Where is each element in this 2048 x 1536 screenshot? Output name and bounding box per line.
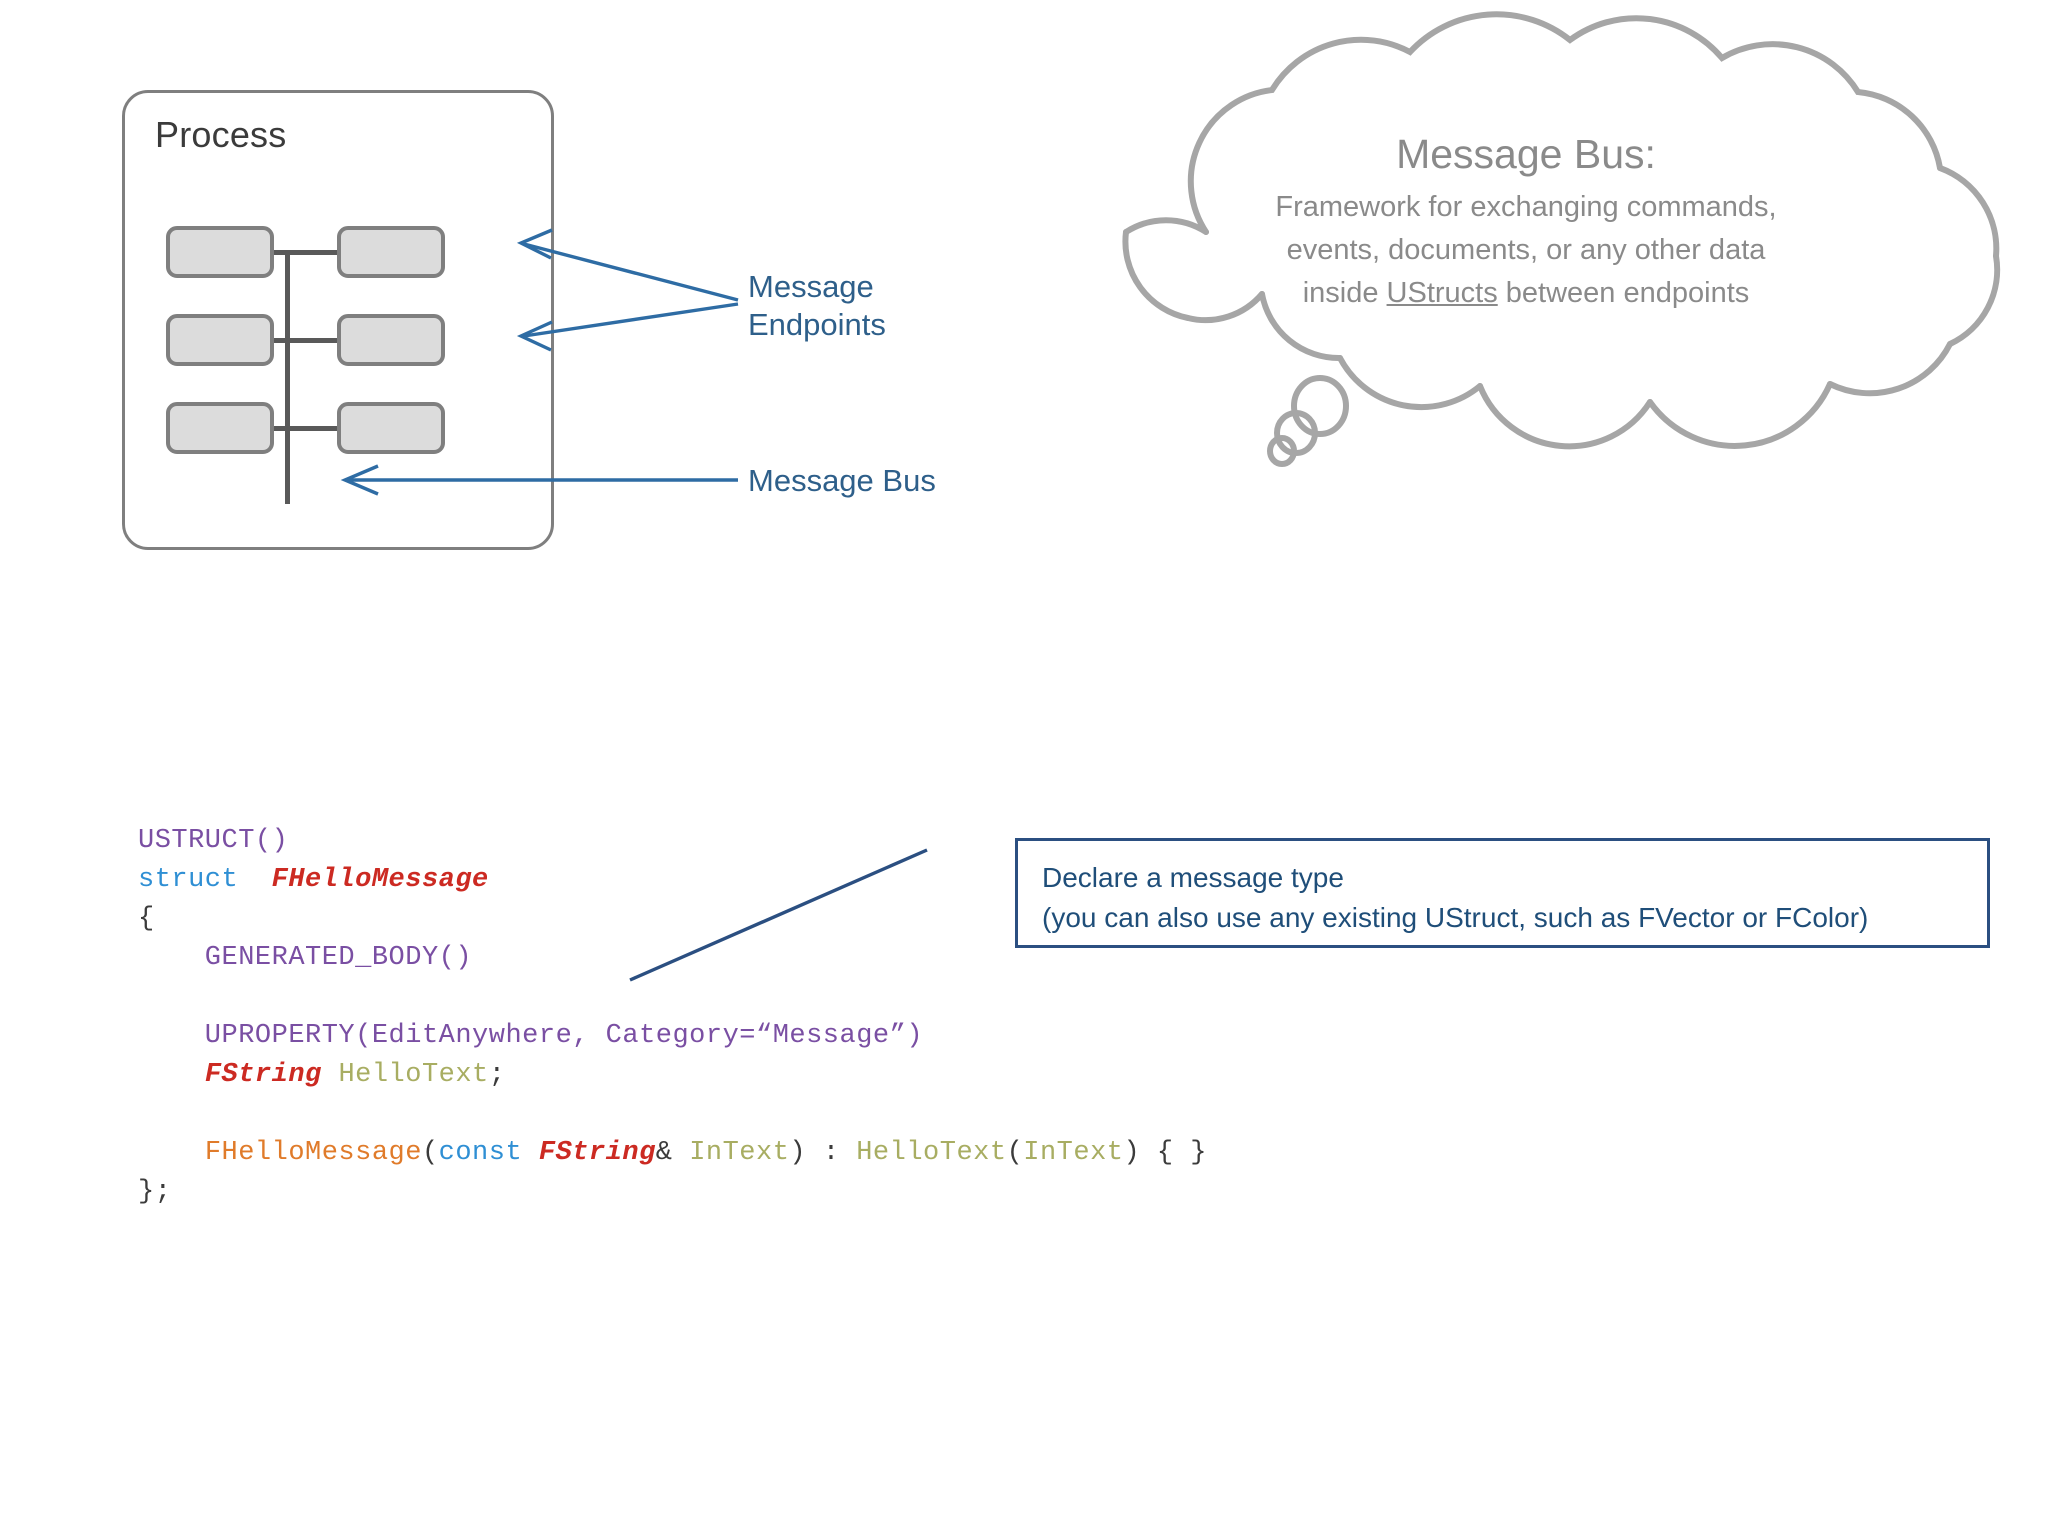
- declare-callout-line-1: Declare a message type: [1042, 862, 1344, 893]
- code-token: FHelloMessage: [204, 1138, 422, 1168]
- declare-callout-line-2: (you can also use any existing UStruct, …: [1042, 901, 1869, 933]
- cloud-line-3-prefix: inside: [1302, 276, 1387, 309]
- endpoint-box[interactable]: [166, 314, 274, 366]
- connector-stub-left-2: [272, 338, 290, 343]
- code-token: ): [789, 1138, 807, 1168]
- connector-stub-left-1: [272, 250, 290, 255]
- endpoint-box[interactable]: [337, 402, 445, 454]
- thought-cloud: Message Bus: Framework for exchanging co…: [1010, 11, 2040, 467]
- message-bus-label: Message Bus: [748, 463, 936, 498]
- cloud-tail-bubble-small: [1267, 435, 1297, 467]
- code-block: USTRUCT()struct FHelloMessage{ GENERATED…: [138, 822, 1207, 1212]
- code-token: { }: [1140, 1138, 1207, 1168]
- code-token: const: [438, 1138, 523, 1168]
- code-token: USTRUCT: [138, 826, 255, 856]
- code-line: FString HelloText;: [138, 1056, 1207, 1095]
- connector-stub-right-3: [285, 426, 340, 431]
- cloud-line-3-suffix: between endpoints: [1497, 276, 1750, 309]
- code-token: {: [138, 904, 155, 934]
- code-token: InText: [689, 1138, 790, 1168]
- code-line: FHelloMessage(const FString& InText) : H…: [138, 1134, 1207, 1173]
- code-token: FString: [538, 1138, 656, 1168]
- cloud-line-1: Framework for exchanging commands,: [1275, 191, 1777, 224]
- code-line: };: [138, 1173, 1207, 1212]
- code-token: [322, 1060, 339, 1090]
- code-token: GENERATED_BODY(): [138, 943, 473, 973]
- code-token: HelloText: [338, 1060, 489, 1090]
- cloud-outline-icon: [1122, 11, 2001, 467]
- endpoint-box[interactable]: [166, 402, 274, 454]
- endpoint-box[interactable]: [337, 314, 445, 366]
- code-token: struct: [138, 865, 255, 895]
- declare-callout-text: Declare a message type (you can also use…: [1042, 858, 1868, 938]
- code-line: GENERATED_BODY(): [138, 939, 1207, 978]
- code-blank-line: [138, 978, 1207, 1017]
- code-token: :: [806, 1138, 857, 1168]
- code-token: [255, 865, 272, 895]
- code-token: InText: [1023, 1138, 1124, 1168]
- connector-stub-left-3: [272, 426, 290, 431]
- ustructs-underlined-term: UStructs: [1386, 276, 1498, 309]
- code-token: FString: [204, 1060, 322, 1090]
- endpoint-box[interactable]: [166, 226, 274, 278]
- connector-stub-right-2: [285, 338, 340, 343]
- code-line: USTRUCT(): [138, 822, 1207, 861]
- cloud-line-3: inside UStructs between endpoints: [1206, 272, 1846, 315]
- code-token: [673, 1138, 690, 1168]
- code-line: {: [138, 900, 1207, 939]
- code-token: (: [421, 1138, 439, 1168]
- message-bus-line: [285, 252, 290, 504]
- connector-stub-right-1: [285, 250, 340, 255]
- code-token: FHelloMessage: [271, 865, 489, 895]
- code-token: (: [1006, 1138, 1024, 1168]
- code-token: &: [655, 1138, 673, 1168]
- code-token: ;: [488, 1060, 506, 1090]
- code-token: HelloText: [856, 1138, 1007, 1168]
- code-token: [138, 1060, 205, 1090]
- cloud-text-block: Message Bus: Framework for exchanging co…: [1206, 128, 1846, 314]
- cloud-tail-bubble-large: [1291, 375, 1349, 437]
- code-line: struct FHelloMessage: [138, 861, 1207, 900]
- code-token: };: [138, 1177, 172, 1207]
- process-diagram: Process: [122, 90, 554, 550]
- cloud-title: Message Bus:: [1396, 131, 1656, 177]
- process-title: Process: [155, 114, 287, 155]
- endpoint-box[interactable]: [337, 226, 445, 278]
- code-token: (): [254, 826, 289, 856]
- cloud-line-2: events, documents, or any other data: [1286, 234, 1766, 267]
- code-token: UPROPERTY(EditAnywhere, Category=“Messag…: [138, 1021, 924, 1051]
- declare-callout-box: Declare a message type (you can also use…: [1015, 838, 1990, 948]
- code-token: [138, 1138, 205, 1168]
- code-token: ): [1123, 1138, 1141, 1168]
- code-line: UPROPERTY(EditAnywhere, Category=“Messag…: [138, 1017, 1207, 1056]
- message-endpoints-label: Message Endpoints: [748, 269, 886, 342]
- code-token: [522, 1138, 539, 1168]
- code-blank-line: [138, 1095, 1207, 1134]
